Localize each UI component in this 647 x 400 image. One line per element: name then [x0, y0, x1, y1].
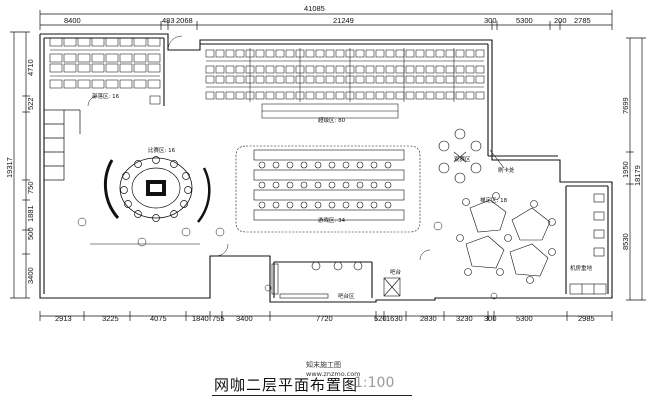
- building-walls: [39, 33, 613, 303]
- dim-bottom-12: 300: [484, 314, 497, 323]
- dim-bottom-4: 1840: [192, 314, 209, 323]
- dim-bottom-11: 3230: [456, 314, 473, 323]
- game-zone-area: [235, 145, 421, 233]
- super-zone-seats: [205, 48, 485, 119]
- label-machine-room: 机房重地: [570, 264, 593, 272]
- dim-top-7: 200: [554, 16, 567, 25]
- dim-left-5: 500: [26, 227, 35, 240]
- restroom-stalls: [43, 109, 81, 181]
- match-zone-area: [90, 156, 211, 245]
- right-dimension-lines: [626, 37, 646, 301]
- dim-bottom-10: 2830: [420, 314, 437, 323]
- dim-bottom-14: 2985: [578, 314, 595, 323]
- label-zen-zone: 禅定区: 18: [480, 196, 508, 204]
- label-snack-area: 吧台区: [338, 292, 355, 300]
- machine-room: [569, 193, 607, 295]
- top-dimension-lines: [39, 10, 613, 30]
- dim-top-6: 5300: [516, 16, 533, 25]
- dim-bottom-7: 7720: [316, 314, 333, 323]
- label-bar: 吧台: [390, 268, 402, 276]
- snack-bar-area: [271, 261, 401, 299]
- bottom-dimension-texts: 2913 3225 4075 1840 755 3400 7720 520 16…: [55, 314, 595, 323]
- dim-bottom-5: 755: [212, 314, 225, 323]
- dim-bottom-1: 2913: [55, 314, 72, 323]
- drawing-scale: 1:100: [354, 375, 395, 391]
- label-lounge-zone: 观赛区: [454, 155, 471, 163]
- label-couple-zone: 部落区: 16: [92, 92, 120, 100]
- dim-top-4: 21249: [333, 16, 354, 25]
- dim-left-total: 19317: [5, 157, 14, 178]
- dim-bottom-3: 4075: [150, 314, 167, 323]
- dim-left-2: 522: [26, 97, 35, 110]
- watermark-url-text: www.znzmo.com: [306, 370, 361, 378]
- dim-right-3: 8530: [621, 233, 630, 250]
- dim-right-total: 18179: [633, 165, 642, 186]
- dim-bottom-6: 3400: [236, 314, 253, 323]
- dim-left-4: 1881: [26, 205, 35, 222]
- label-ticket-desk: 刷卡处: [498, 166, 515, 174]
- couple-zone-seats: [49, 37, 161, 105]
- lounge-area: [438, 128, 505, 184]
- zen-zone-area: [456, 192, 556, 284]
- watermark-logo-text: 知末施工图: [306, 361, 341, 369]
- dim-top-3: 2068: [176, 16, 193, 25]
- door-swings: [87, 35, 431, 261]
- title-underline: [212, 395, 412, 396]
- drawing-title: 网咖二层平面布置图: [214, 376, 359, 394]
- bottom-dimension-lines: [39, 311, 613, 321]
- dim-top-1: 8400: [64, 16, 81, 25]
- right-dimension-texts: 7699 1950 8530 18179: [621, 97, 642, 250]
- left-dimension-texts: 19317 4710 522 750 1881 500 3400: [5, 59, 35, 284]
- label-game-zone: 游戏区: 34: [318, 216, 346, 224]
- label-match-zone: 比赛区: 16: [148, 146, 176, 154]
- floor-plan-drawing: 41085 8400 483 2068 21249 300 5300 200 2…: [5, 4, 646, 323]
- dim-right-2: 1950: [621, 161, 630, 178]
- zone-labels: 部落区: 16 超级区: 80 比赛区: 16 游戏区: 34 观赛区 禅定区:…: [92, 92, 593, 300]
- label-super-zone: 超级区: 80: [318, 116, 346, 124]
- dim-bottom-8: 520: [374, 314, 387, 323]
- dim-bottom-9: 1630: [386, 314, 403, 323]
- dim-left-1: 4710: [26, 59, 35, 76]
- left-dimension-lines: [10, 31, 30, 299]
- dim-top-5: 300: [484, 16, 497, 25]
- dim-left-6: 3400: [26, 267, 35, 284]
- dim-top-total: 41085: [304, 4, 325, 13]
- dim-right-1: 7699: [621, 97, 630, 114]
- dim-left-3: 750: [26, 181, 35, 194]
- dim-top-8: 2785: [574, 16, 591, 25]
- dim-top-2: 483: [162, 16, 175, 25]
- plant-symbols: [77, 217, 498, 300]
- dim-bottom-2: 3225: [102, 314, 119, 323]
- dim-bottom-13: 5300: [516, 314, 533, 323]
- top-dimension-texts: 8400 483 2068 21249 300 5300 200 2785: [64, 16, 591, 25]
